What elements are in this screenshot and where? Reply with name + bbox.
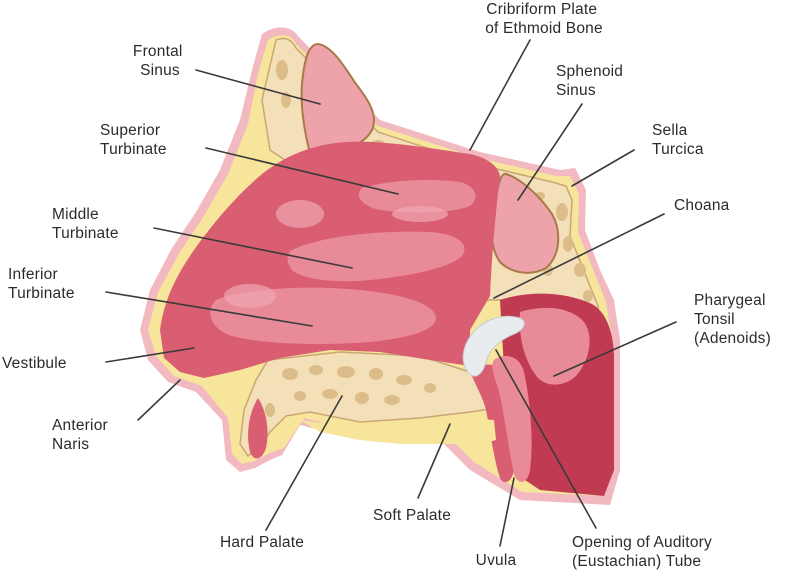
label-choana: Choana — [674, 197, 730, 214]
leader-pharyngeal-tonsil — [553, 321, 677, 377]
leader-auditory-tube — [495, 349, 597, 529]
palate-lower-rim — [300, 418, 496, 444]
leader-anterior-naris — [137, 379, 181, 421]
label-soft-palate: Soft Palate — [373, 507, 451, 524]
leader-cribriform-plate — [469, 39, 531, 151]
middle-turbinate-shape — [287, 231, 465, 282]
label-frontal-sinus: Frontal Sinus — [133, 43, 187, 79]
label-auditory-tube: Opening of Auditory (Eustachian) Tube — [572, 534, 716, 570]
leader-middle-turbinate — [153, 227, 353, 269]
label-cribriform-plate: Cribriform Plate of Ethmoid Bone — [485, 1, 603, 37]
uvula-shape — [492, 356, 532, 482]
turbinate-highlights — [224, 200, 448, 308]
leader-frontal-sinus — [195, 69, 321, 105]
bone-cells-palate — [265, 365, 436, 417]
label-sphenoid-sinus: Sphenoid Sinus — [556, 63, 628, 99]
label-hard-palate: Hard Palate — [220, 534, 304, 551]
label-inferior-turbinate: Inferior Turbinate — [8, 266, 75, 302]
leader-choana — [493, 213, 665, 299]
label-anterior-naris: Anterior Naris — [52, 417, 112, 453]
leader-vestibule — [105, 347, 195, 363]
auditory-tube-opening-shape — [462, 315, 525, 377]
label-superior-turbinate: Superior Turbinate — [100, 122, 167, 158]
hard-palate-bone — [239, 351, 501, 458]
label-sella-turcica: Sella Turcica — [652, 122, 704, 158]
label-uvula: Uvula — [476, 552, 517, 569]
label-vestibule: Vestibule — [2, 355, 67, 372]
superior-turbinate-shape — [358, 180, 476, 213]
adenoid-tissue — [519, 307, 590, 385]
leader-superior-turbinate — [205, 147, 399, 195]
label-middle-turbinate: Middle Turbinate — [52, 206, 119, 242]
upper-lip-area — [248, 398, 268, 459]
leader-hard-palate — [265, 395, 343, 531]
leader-soft-palate — [417, 423, 451, 499]
label-pharyngeal-tonsil: Pharygeal Tonsil (Adenoids) — [694, 292, 771, 347]
leader-inferior-turbinate — [105, 291, 313, 327]
labels: Frontal Sinus Cribriform Plate of Ethmoi… — [2, 1, 771, 570]
leader-lines — [105, 39, 677, 547]
leader-uvula — [499, 477, 515, 547]
leader-sella-turcica — [571, 149, 635, 187]
leader-sphenoid-sinus — [517, 103, 583, 201]
